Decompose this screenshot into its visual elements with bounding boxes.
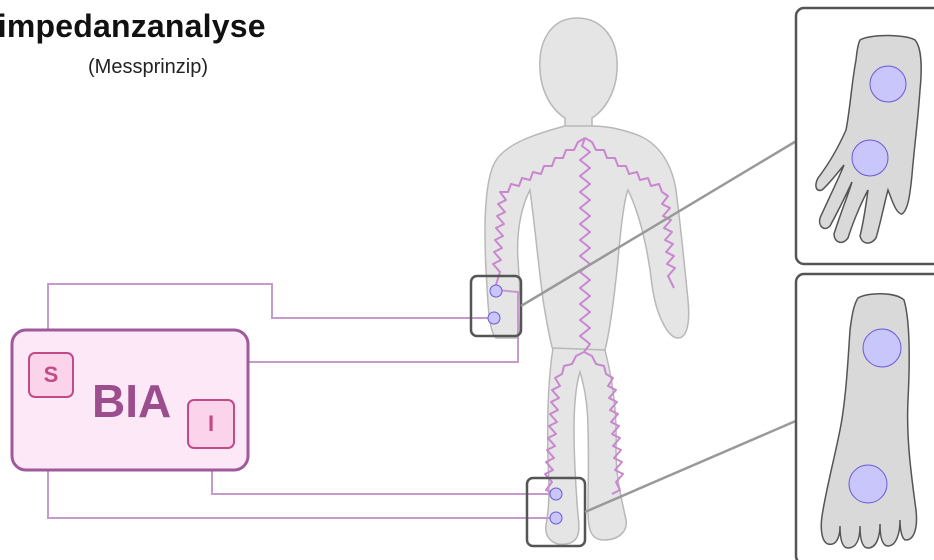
torso-and-arms	[484, 125, 690, 351]
foot-zoom-electrode-upper	[862, 328, 902, 368]
foot-electrode-upper	[549, 487, 563, 501]
hand-zoom-electrode-lower	[851, 139, 889, 177]
wire-sense-hand	[47, 283, 494, 360]
body-silhouette	[484, 17, 690, 546]
sense-terminal-label: S	[43, 362, 59, 387]
head	[539, 17, 618, 129]
foot-electrode-lower	[549, 511, 563, 525]
hand-zoom-panel	[794, 6, 934, 266]
hand-zoom-electrode-upper	[869, 65, 907, 103]
current-terminal	[187, 399, 235, 449]
zoom-connectors	[520, 138, 799, 514]
foot-zoom-panel	[794, 272, 934, 560]
current-paths	[492, 137, 676, 495]
hand-electrode-upper	[489, 284, 503, 298]
sense-terminal	[28, 352, 74, 398]
electrodes	[487, 284, 563, 525]
bia-device	[10, 328, 250, 472]
path-left-arm	[492, 137, 586, 289]
diagram-subtitle: (Messprinzip)	[88, 56, 209, 78]
wire-current-foot	[211, 446, 556, 495]
diagram-title: oimpedanzanalyse	[0, 8, 266, 44]
path-spine	[579, 137, 591, 353]
path-right-leg	[583, 351, 624, 495]
hand-zoom-connector	[520, 138, 799, 308]
bia-device-label: BIA	[92, 375, 172, 427]
foot-zoom-electrode-lower	[848, 464, 888, 504]
foot-zoom-connector	[584, 418, 799, 514]
current-terminal-label: I	[207, 411, 215, 436]
path-left-leg	[544, 351, 585, 495]
hand-electrode-lower	[487, 311, 501, 325]
path-right-arm	[584, 137, 676, 289]
